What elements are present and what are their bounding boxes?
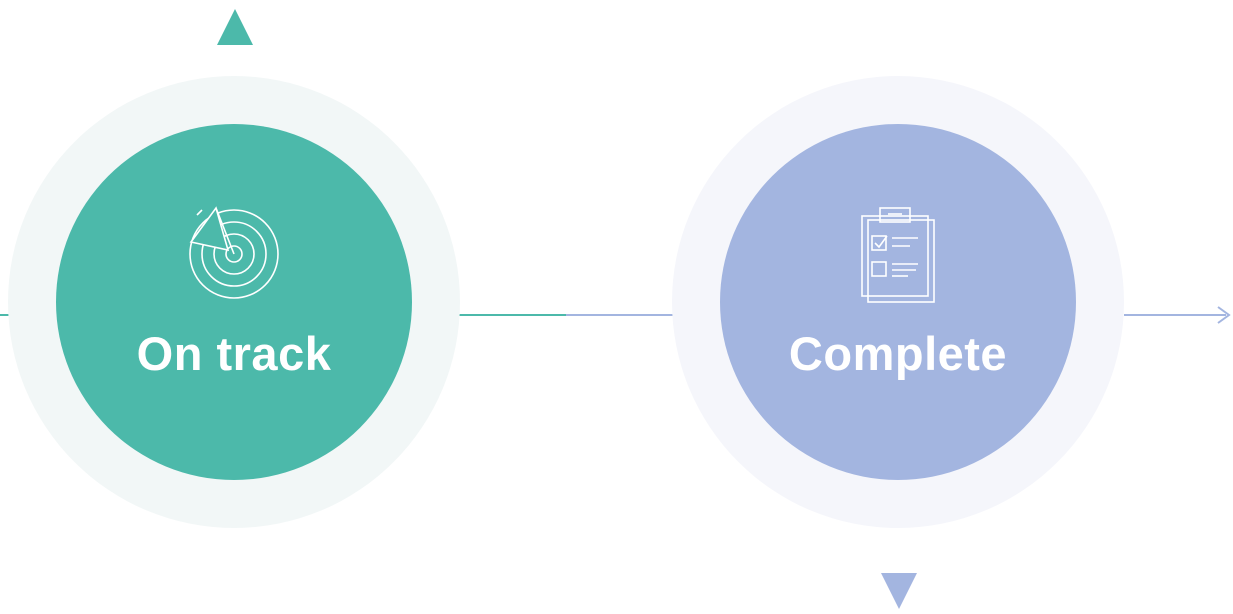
complete-label: Complete (788, 327, 1008, 380)
on-track-circle (56, 124, 412, 480)
connector-middle-teal (458, 314, 566, 316)
clipboard-checklist-icon (861, 207, 935, 303)
arrow-right-icon (1217, 306, 1231, 324)
triangle-up-icon (217, 9, 253, 45)
on-track-label: On track (136, 327, 332, 380)
connector-right (1124, 314, 1226, 316)
connector-middle-blue (566, 314, 676, 316)
target-icon (189, 206, 279, 299)
triangle-down-icon (881, 573, 917, 609)
